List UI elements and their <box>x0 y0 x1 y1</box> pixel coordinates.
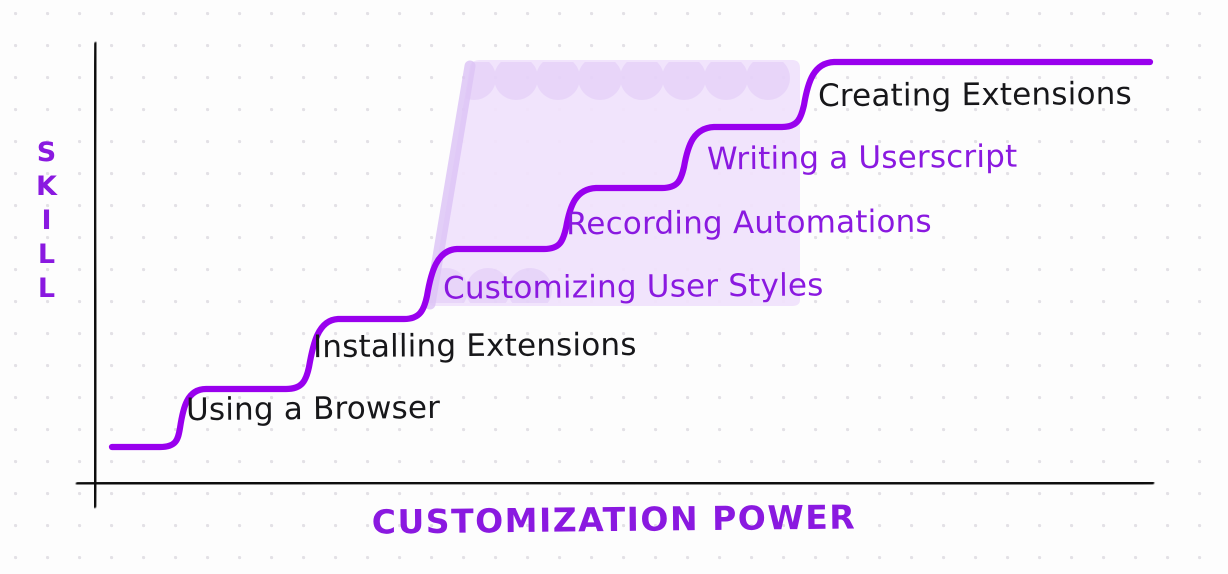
y-axis-letter-3: L <box>37 239 56 271</box>
step-label-creating-extensions: Creating Extensions <box>817 75 1132 115</box>
y-axis-letter-1: K <box>36 171 57 203</box>
step-label-writing-a-userscript: Writing a Userscript <box>706 138 1018 178</box>
chart-axes <box>75 41 1155 509</box>
step-label-recording-automations: Recording Automations <box>565 203 932 243</box>
y-axis-label: S K I L L <box>36 136 57 306</box>
skill-step-curve <box>108 58 1154 451</box>
y-axis-letter-0: S <box>36 137 57 168</box>
y-axis-letter-4: L <box>37 273 56 305</box>
step-label-using-a-browser: Using a Browser <box>185 389 441 429</box>
step-label-customizing-user-styles: Customizing User Styles <box>442 267 824 307</box>
step-label-installing-extensions: Installing Extensions <box>312 326 637 366</box>
y-axis-letter-2: I <box>41 205 52 237</box>
